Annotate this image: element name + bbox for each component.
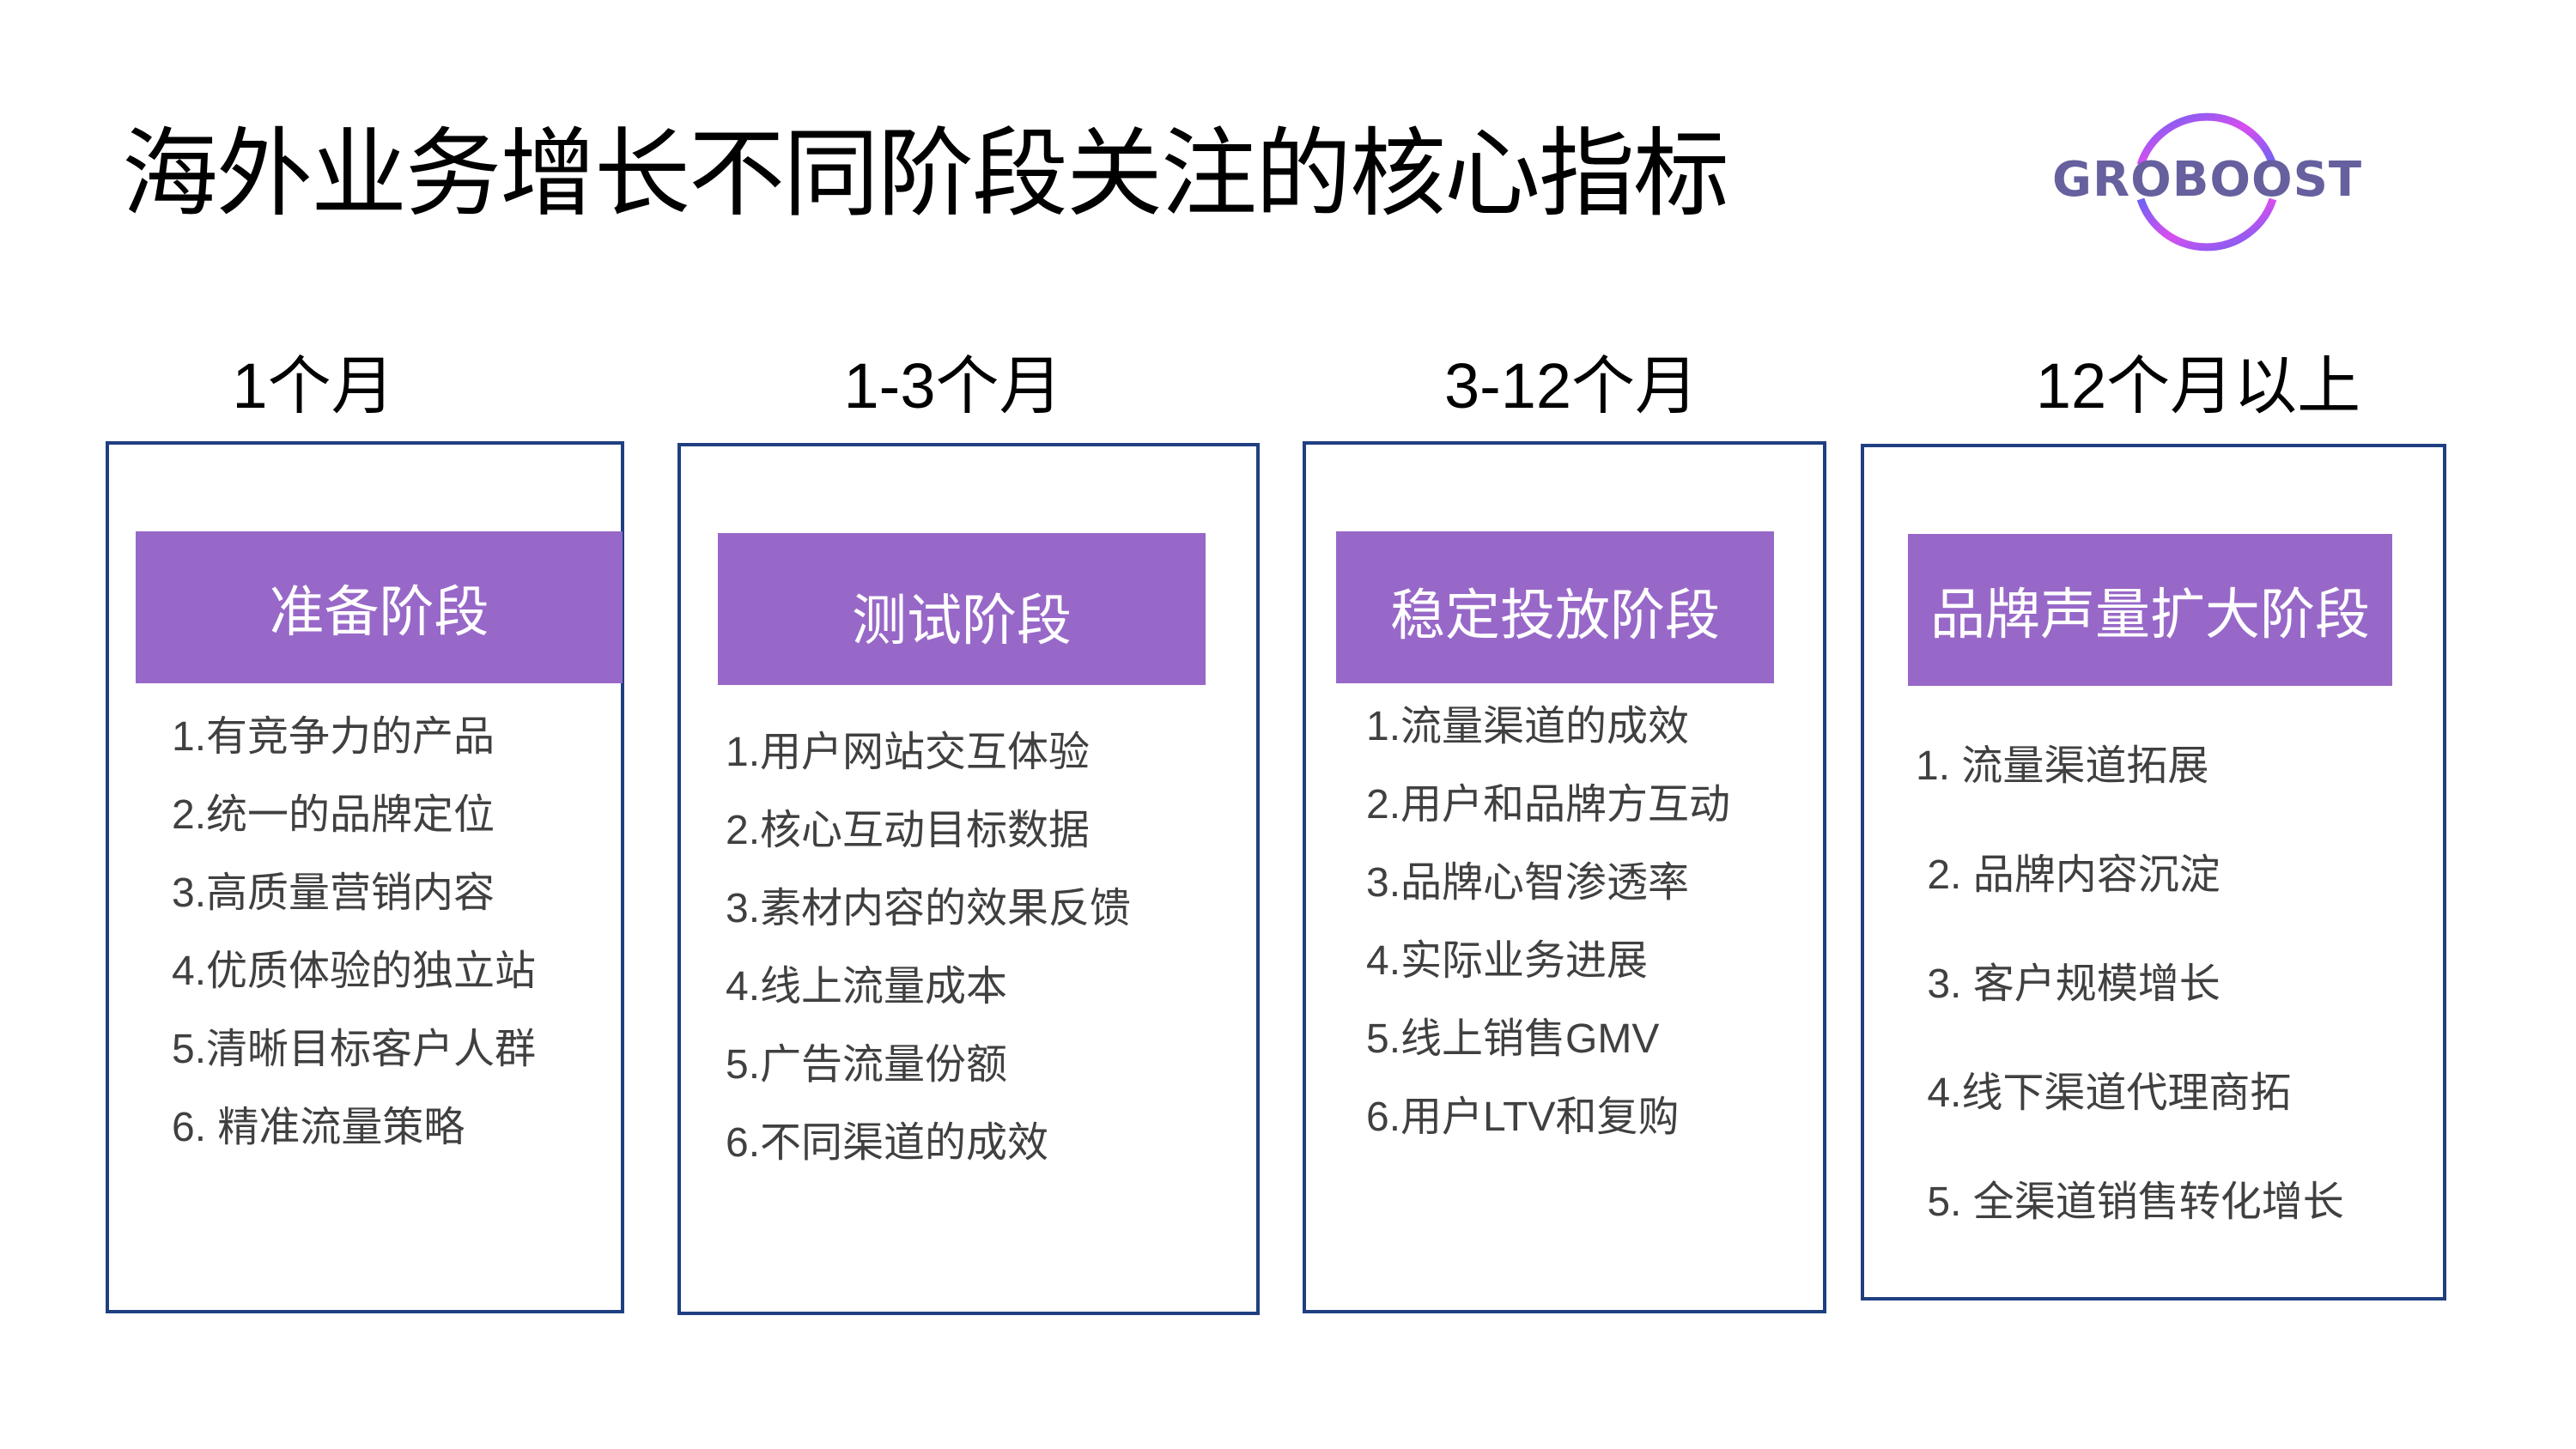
metric-item: 5.线上销售GMV [1366, 1016, 1660, 1062]
metric-item: 6.用户LTV和复购 [1366, 1094, 1680, 1140]
metric-item: 3.品牌心智渗透率 [1366, 860, 1690, 906]
metric-item: 1.流量渠道的成效 [1366, 704, 1690, 749]
metric-list: 1.有竞争力的产品 2.统一的品牌定位 3.高质量营销内容 4.优质体验的独立站… [172, 698, 536, 1167]
logo-wordmark: GROBOOST [2052, 152, 2363, 208]
stage-header: 品牌声量扩大阶段 [1908, 534, 2392, 686]
metric-item: 1. 流量渠道拓展 [1916, 743, 2209, 789]
metric-item: 2.核心互动目标数据 [726, 808, 1091, 853]
stage-card-brand-expansion: 品牌声量扩大阶段 1. 流量渠道拓展 2. 品牌内容沉淀 3. 客户规模增长 4… [1861, 444, 2446, 1300]
metric-item: 2.统一的品牌定位 [172, 792, 495, 838]
metric-item: 2. 品牌内容沉淀 [1916, 852, 2221, 898]
page-title: 海外业务增长不同阶段关注的核心指标 [122, 118, 1729, 230]
metric-item: 4.线下渠道代理商拓 [1916, 1070, 2292, 1116]
metric-item: 1.有竞争力的产品 [172, 714, 495, 760]
metric-item: 4.实际业务进展 [1366, 938, 1649, 984]
stage-card-stable-delivery: 稳定投放阶段 1.流量渠道的成效 2.用户和品牌方互动 3.品牌心智渗透率 4.… [1303, 441, 1826, 1313]
logo-ring-icon [2136, 112, 2277, 252]
period-heading-3: 3-12个月 [1443, 350, 1699, 421]
metric-list: 1.流量渠道的成效 2.用户和品牌方互动 3.品牌心智渗透率 4.实际业务进展 … [1366, 688, 1730, 1156]
metric-list: 1. 流量渠道拓展 2. 品牌内容沉淀 3. 客户规模增长 4.线下渠道代理商拓… [1916, 696, 2344, 1272]
stage-header: 准备阶段 [136, 531, 623, 683]
metric-item: 4.优质体验的独立站 [172, 949, 537, 994]
metric-list: 1.用户网站交互体验 2.核心互动目标数据 3.素材内容的效果反馈 4.线上流量… [726, 713, 1131, 1182]
period-heading-1: 1个月 [232, 350, 395, 421]
metric-item: 6. 精准流量策略 [172, 1105, 465, 1150]
metric-item: 4.线上流量成本 [726, 964, 1008, 1009]
metric-item: 3. 客户规模增长 [1916, 961, 2221, 1007]
metric-item: 3.素材内容的效果反馈 [726, 886, 1132, 931]
metric-item: 5.广告流量份额 [726, 1042, 1008, 1088]
stage-card-testing: 测试阶段 1.用户网站交互体验 2.核心互动目标数据 3.素材内容的效果反馈 4… [677, 443, 1260, 1315]
metric-item: 5. 全渠道销售转化增长 [1916, 1179, 2344, 1225]
metric-item: 6.不同渠道的成效 [726, 1120, 1049, 1166]
metric-item: 5.清晰目标客户人群 [172, 1027, 537, 1072]
metric-item: 3.高质量营销内容 [172, 870, 495, 916]
period-heading-2: 1-3个月 [843, 350, 1063, 421]
metric-item: 1.用户网站交互体验 [726, 730, 1091, 775]
period-heading-4: 12个月以上 [2035, 350, 2361, 421]
groboost-logo: GROBOOST [2044, 94, 2363, 258]
stage-card-preparation: 准备阶段 1.有竞争力的产品 2.统一的品牌定位 3.高质量营销内容 4.优质体… [106, 441, 624, 1313]
stage-header: 测试阶段 [718, 533, 1206, 685]
stage-header: 稳定投放阶段 [1336, 531, 1774, 683]
metric-item: 2.用户和品牌方互动 [1366, 782, 1731, 828]
